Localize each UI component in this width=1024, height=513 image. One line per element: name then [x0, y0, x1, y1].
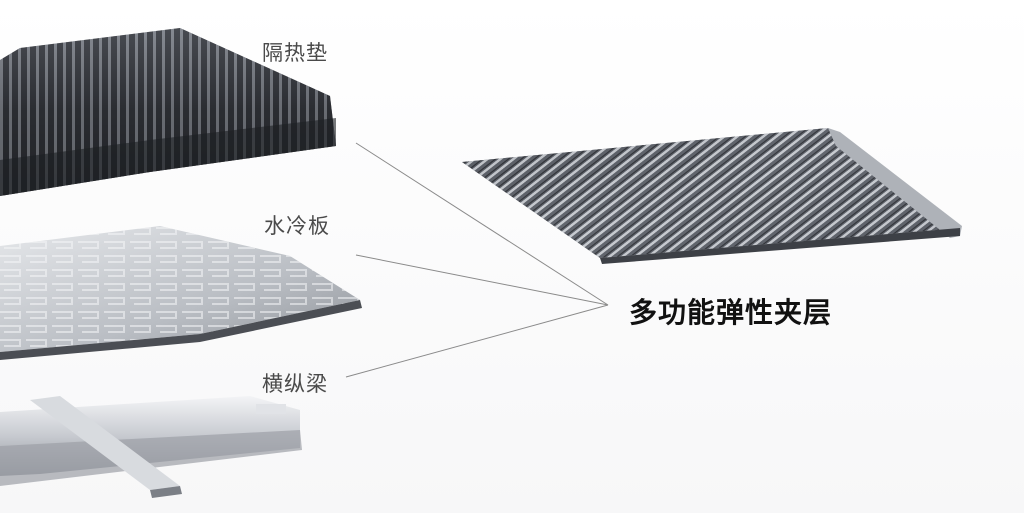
label-cross-beam: 横纵梁: [262, 372, 328, 396]
insulation-pad-illustration: [0, 28, 336, 196]
cold-plate-illustration: [0, 226, 362, 360]
elastic-interlayer-illustration: [462, 128, 962, 264]
label-cold-plate: 水冷板: [264, 214, 330, 238]
leader-line-beam: [345, 304, 609, 378]
elastic-interlayer-title: 多功能弹性夹层: [629, 296, 833, 329]
cross-beam-illustration: [0, 396, 302, 498]
leader-lines: [345, 142, 609, 378]
leader-line-coldplate: [355, 254, 609, 306]
leader-line-insulation: [355, 142, 609, 306]
label-insulation-pad: 隔热垫: [262, 41, 328, 65]
